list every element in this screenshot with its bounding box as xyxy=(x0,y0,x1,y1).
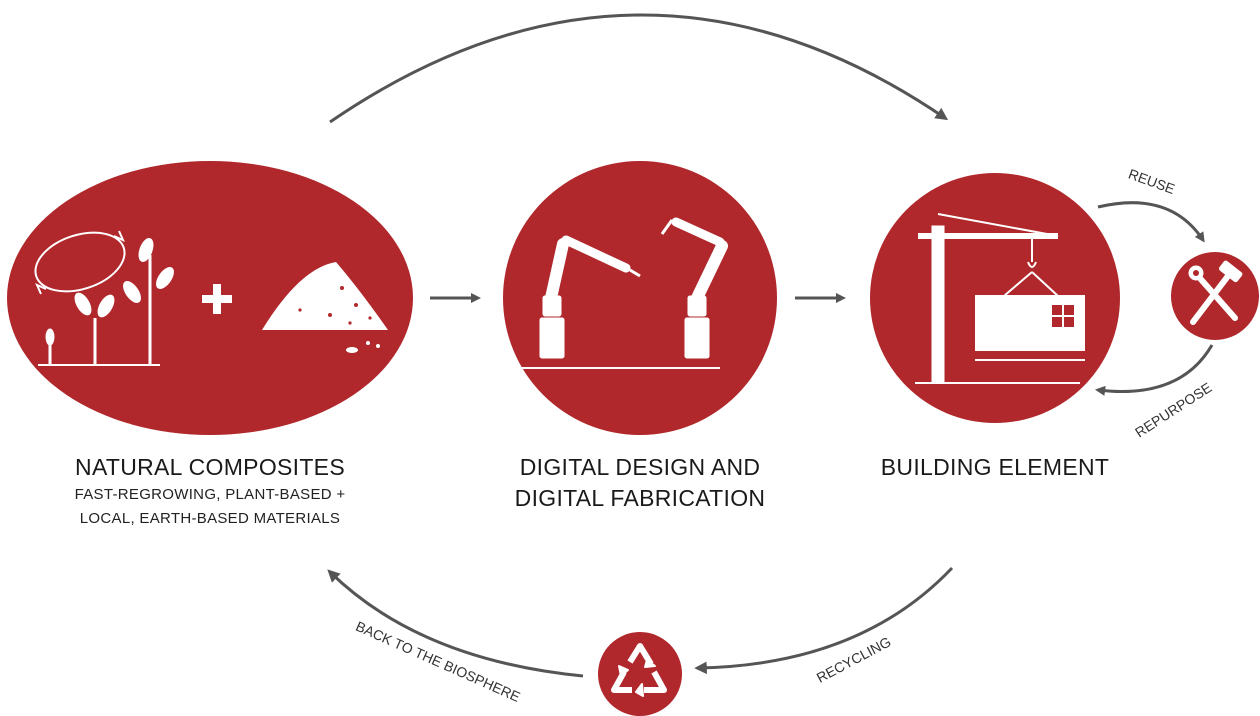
plant-sprouts-icon xyxy=(38,238,174,366)
repurpose-arrow xyxy=(1094,344,1214,396)
recycling-label: RECYCLING xyxy=(814,633,894,685)
hammer-wrench-icon xyxy=(1188,260,1243,325)
digital-design-title-line1: DIGITAL DESIGN AND xyxy=(519,454,761,480)
regrowth-cycle-icon xyxy=(34,230,126,295)
natural-composites-caption: NATURAL COMPOSITES FAST-REGROWING, PLANT… xyxy=(20,452,400,531)
recycle-node xyxy=(598,632,682,716)
natural-composites-subtitle-line2: LOCAL, EARTH-BASED MATERIALS xyxy=(79,510,341,527)
digital-design-caption: DIGITAL DESIGN AND DIGITAL FABRICATION xyxy=(480,452,800,514)
natural-composites-subtitle-line1: FAST-REGROWING, PLANT-BASED + xyxy=(74,486,346,503)
earth-pile-icon xyxy=(262,262,388,353)
building-element-caption: BUILDING ELEMENT xyxy=(845,452,1145,483)
natural-composites-title: NATURAL COMPOSITES xyxy=(75,454,345,480)
plus-icon xyxy=(202,284,232,314)
crane-icon xyxy=(915,213,1080,384)
building-module-icon xyxy=(975,295,1085,361)
reuse-label: REUSE xyxy=(1126,166,1177,198)
top-cycle-arrow xyxy=(329,13,949,124)
biosphere-arrow xyxy=(327,569,584,678)
recycle-icon xyxy=(611,643,667,697)
robot-arm-icon xyxy=(520,217,728,369)
digital-design-node xyxy=(503,161,777,435)
recycling-arrow xyxy=(694,566,954,675)
building-element-title: BUILDING ELEMENT xyxy=(880,454,1110,480)
repurpose-label: REPURPOSE xyxy=(1132,379,1214,440)
digital-design-title-line2: DIGITAL FABRICATION xyxy=(514,485,766,511)
reuse-arrow xyxy=(1097,201,1205,243)
